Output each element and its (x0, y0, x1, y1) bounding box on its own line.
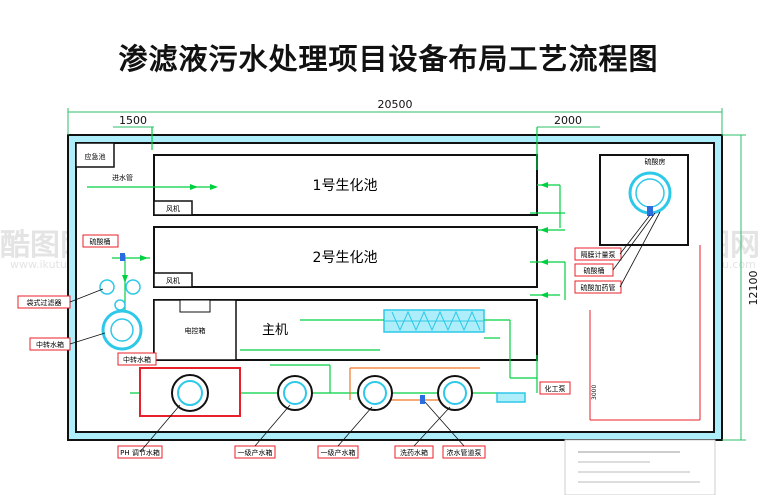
emergency-pool-label: 应急池 (85, 152, 106, 161)
fan-1-label: 风机 (166, 204, 180, 213)
label-acid-dosing-pipe: 硫酸加药管 (581, 283, 616, 292)
dim-height: 12100 (747, 271, 760, 306)
dim-total-width: 20500 (378, 98, 413, 111)
bio-pool-2-label: 2号生化池 (313, 250, 378, 266)
acid-room-label: 硫酸房 (645, 157, 666, 166)
left-equipment (99, 253, 143, 351)
dim-right-span: 2000 (554, 114, 582, 127)
bio-pool-2 (153, 226, 538, 288)
control-box-label: 电控箱 (185, 326, 206, 335)
host-label: 主机 (262, 323, 288, 338)
bio-pool-1-label: 1号生化池 (313, 178, 378, 194)
fan-box-2 (153, 272, 193, 288)
labels: 硫酸桶 袋式过滤器 中转水箱 中转水箱 PH 调节水箱 一级产水箱 一级产水箱 … (17, 173, 622, 459)
label-acid-drum: 硫酸桶 (584, 266, 605, 275)
label-metering-pump: 隔膜计量泵 (581, 250, 616, 259)
flow-arrows (122, 182, 548, 298)
bio-pool-1 (153, 154, 538, 216)
label-concentrate-pump: 浓水管道泵 (447, 448, 482, 457)
spec-sheet (564, 439, 716, 495)
label-transfer-tank: 中转水箱 (123, 355, 151, 364)
leader-lines (69, 211, 661, 453)
label-ph-tank: PH 调节水箱 (120, 448, 160, 457)
label-cleaning-tank: 洗药水箱 (400, 448, 428, 457)
label-primary-tank-1: 一级产水箱 (238, 448, 273, 457)
pipe-length: 3000 (591, 385, 598, 400)
metering-pump-marker (647, 206, 653, 216)
label-primary-tank-2: 一级产水箱 (321, 448, 356, 457)
emergency-pool (75, 142, 115, 168)
tank-row (277, 375, 526, 411)
membrane-modules (383, 309, 485, 333)
dimension-lines (67, 108, 746, 441)
label-acid-drum-left: 硫酸桶 (90, 237, 111, 246)
red-lines (589, 245, 701, 421)
fan-box-1 (153, 200, 193, 216)
fan-2-label: 风机 (166, 276, 180, 285)
dim-left-span: 1500 (119, 114, 147, 127)
label-inlet-pipe: 进水管 (112, 173, 133, 182)
diagram-title: 渗滤液污水处理项目设备布局工艺流程图 (118, 42, 659, 76)
label-bag-filter: 袋式过滤器 (27, 298, 62, 307)
label-transfer-tank-left: 中转水箱 (36, 340, 64, 349)
label-chemical-pump: 化工泵 (545, 384, 566, 393)
